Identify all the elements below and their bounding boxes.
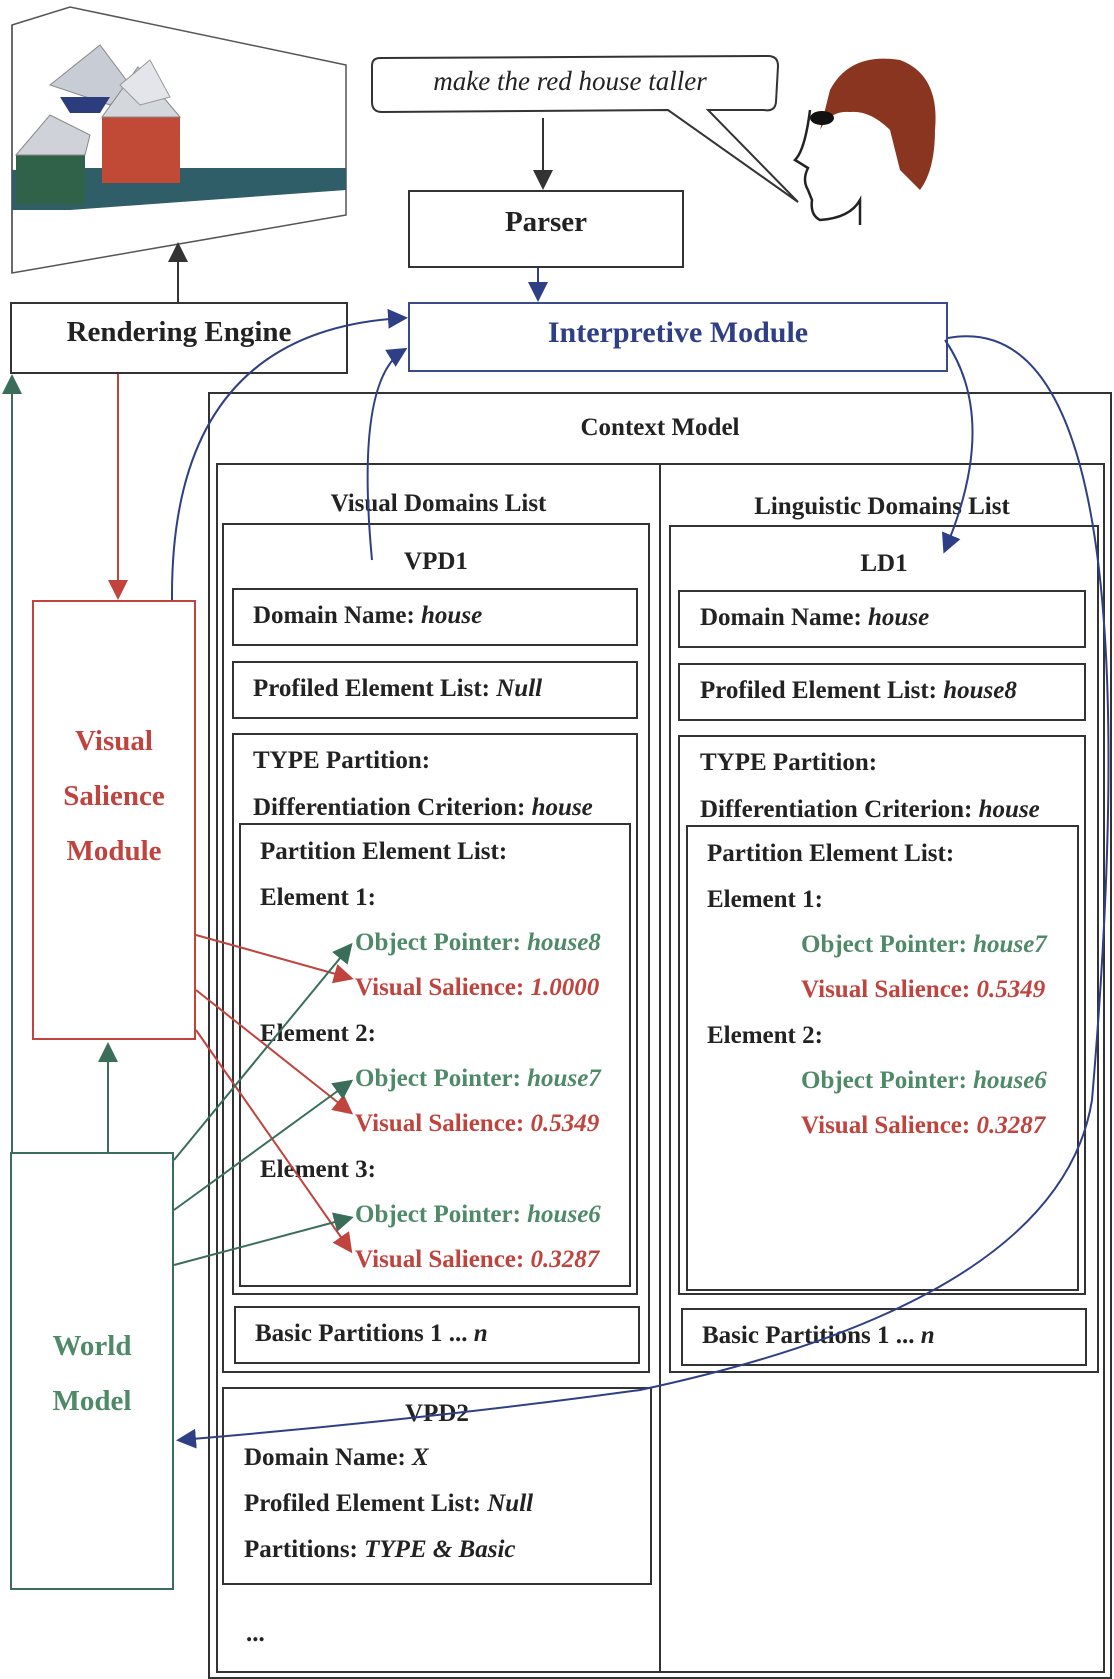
speech-bubble <box>371 54 799 203</box>
vpd1-type-partition: TYPE Partition: <box>253 747 431 774</box>
vpd1-element-1-object-pointer: Object Pointer: house8 <box>355 929 601 956</box>
vpd1-element-3: Element 3: <box>260 1156 376 1183</box>
red-house-body <box>102 117 180 183</box>
vpd1-element-2: Element 2: <box>260 1020 376 1047</box>
vpd1-element-3-visual-salience: Visual Salience: 0.3287 <box>355 1246 600 1273</box>
ld1-domain-name: Domain Name: house <box>700 604 930 631</box>
visual-salience-module-box <box>32 600 196 1040</box>
eye-icon <box>810 111 834 125</box>
visual-domains-list-title: Visual Domains List <box>330 490 547 517</box>
vpd1-title: VPD1 <box>404 548 468 575</box>
green-house-body <box>16 155 85 205</box>
ld1-element-2-visual-salience: Visual Salience: 0.3287 <box>801 1112 1046 1139</box>
interpretive-module-label: Interpretive Module <box>547 316 809 349</box>
ld1-partition-element-list: Partition Element List: <box>707 840 955 867</box>
person-face-icon <box>792 58 936 225</box>
vpd1-partition-element-list: Partition Element List: <box>260 838 508 865</box>
ld1-element-1-object-pointer: Object Pointer: house7 <box>801 931 1047 958</box>
ld1-type-partition: TYPE Partition: <box>700 749 878 776</box>
vpd2-title: VPD2 <box>405 1400 469 1427</box>
vpd1-domain-name: Domain Name: house <box>253 602 483 629</box>
vsm-line2: Salience <box>63 780 165 812</box>
vpd1-element-1-visual-salience: Visual Salience: 1.0000 <box>355 974 600 1001</box>
vpd1-differentiation-criterion: Differentiation Criterion: house <box>253 794 593 821</box>
vpd1-element-3-object-pointer: Object Pointer: house6 <box>355 1201 601 1228</box>
ld1-profiled-element-list: Profiled Element List: house8 <box>700 677 1017 704</box>
parser-label: Parser <box>504 206 588 238</box>
ld1-element-1-visual-salience: Visual Salience: 0.5349 <box>801 976 1046 1003</box>
vpd2-domain-name: Domain Name: X <box>244 1444 429 1471</box>
parser-box <box>408 190 684 268</box>
ld1-title: LD1 <box>860 550 908 577</box>
vpd1-element-1: Element 1: <box>260 884 376 911</box>
blue-roof <box>60 97 110 113</box>
ld1-element-2-object-pointer: Object Pointer: house6 <box>801 1067 1047 1094</box>
linguistic-domains-list-title: Linguistic Domains List <box>754 493 1010 520</box>
vpd1-element-2-object-pointer: Object Pointer: house7 <box>355 1065 601 1092</box>
rendering-engine-label: Rendering Engine <box>66 316 292 348</box>
ld1-basic-partitions: Basic Partitions 1 ... n <box>702 1322 935 1349</box>
vpd2-partitions: Partitions: TYPE & Basic <box>244 1536 516 1563</box>
world-line1: World <box>52 1330 132 1362</box>
vsm-line1: Visual <box>75 725 153 757</box>
ld1-element-2: Element 2: <box>707 1022 823 1049</box>
more-domains-ellipsis: ... <box>246 1620 265 1647</box>
scene-illustration <box>11 6 347 274</box>
ld1-element-1: Element 1: <box>707 886 823 913</box>
vpd1-element-2-visual-salience: Visual Salience: 0.5349 <box>355 1110 600 1137</box>
world-line2: Model <box>52 1385 132 1417</box>
vpd1-basic-partitions: Basic Partitions 1 ... n <box>255 1320 488 1347</box>
vsm-line3: Module <box>66 835 162 867</box>
context-model-title: Context Model <box>580 414 740 441</box>
ground-plane <box>12 168 346 210</box>
vpd2-profiled-element-list: Profiled Element List: Null <box>244 1490 534 1517</box>
speech-text: make the red house taller <box>433 66 707 96</box>
world-model-box <box>10 1152 174 1590</box>
ld1-differentiation-criterion: Differentiation Criterion: house <box>700 796 1040 823</box>
vpd1-profiled-element-list: Profiled Element List: Null <box>253 675 543 702</box>
